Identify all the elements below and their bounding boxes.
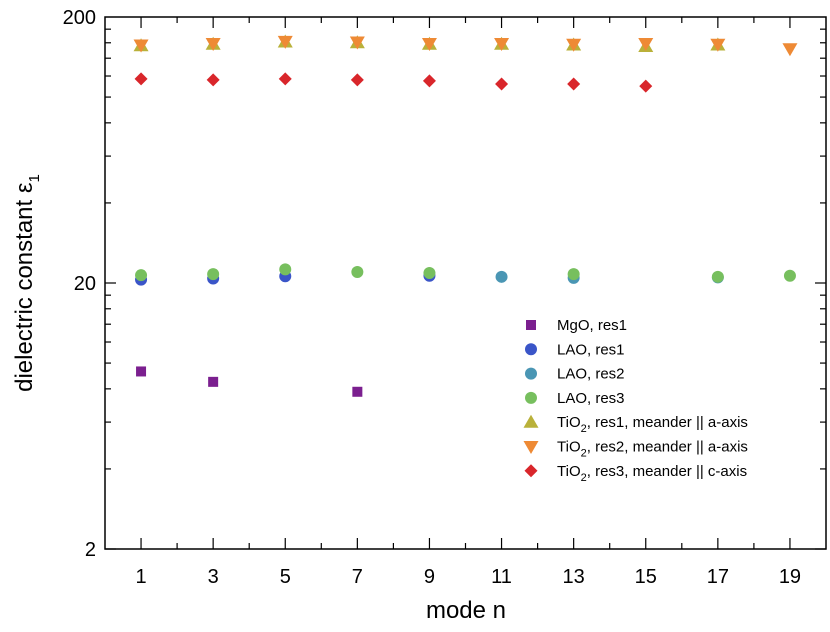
data-marks bbox=[133, 34, 798, 397]
y-axis-label-subscript: 1 bbox=[26, 174, 43, 182]
legend-label-subscript: 2 bbox=[581, 423, 587, 435]
x-tick-label: 13 bbox=[563, 566, 585, 588]
legend-marker bbox=[523, 441, 539, 454]
x-tick-label: 19 bbox=[779, 566, 801, 588]
data-point bbox=[783, 269, 796, 282]
legend-marker bbox=[525, 391, 537, 404]
legend-label-text: , res1, meander || a-axis bbox=[587, 414, 748, 431]
y-tick-label: 200 bbox=[63, 7, 96, 29]
data-point bbox=[495, 270, 508, 283]
y-axis-label: dielectric constant ε1 bbox=[11, 174, 43, 392]
data-point bbox=[711, 270, 724, 283]
data-point bbox=[351, 265, 364, 278]
x-tick-label: 17 bbox=[707, 566, 729, 588]
legend-label-text: MgO, res1 bbox=[557, 317, 627, 334]
data-point bbox=[350, 73, 364, 87]
x-tick-label: 7 bbox=[352, 566, 363, 588]
data-point bbox=[135, 269, 148, 282]
legend-label-text: TiO bbox=[557, 414, 581, 431]
legend-label: MgO, res1 bbox=[557, 317, 627, 334]
series-2 bbox=[495, 270, 724, 284]
data-point bbox=[208, 376, 219, 387]
legend-marker bbox=[523, 414, 539, 428]
data-point bbox=[133, 39, 149, 53]
legend-label: TiO2, res3, meander || c-axis bbox=[557, 463, 747, 484]
series-3 bbox=[135, 263, 796, 283]
legend-label-text: TiO bbox=[557, 463, 581, 480]
legend-marker bbox=[525, 343, 537, 356]
x-tick-label: 3 bbox=[208, 566, 219, 588]
data-point bbox=[205, 38, 221, 52]
y-tick-label: 2 bbox=[85, 539, 96, 561]
data-point bbox=[278, 72, 292, 86]
series-0 bbox=[136, 366, 363, 397]
legend-label: LAO, res2 bbox=[557, 366, 625, 383]
legend-marker bbox=[524, 464, 538, 478]
legend-marker bbox=[526, 320, 536, 330]
data-point bbox=[495, 77, 509, 91]
data-point bbox=[567, 77, 581, 91]
x-tick-label: 1 bbox=[135, 566, 146, 588]
data-point bbox=[207, 268, 220, 281]
legend-label-subscript: 2 bbox=[581, 472, 587, 484]
data-point bbox=[423, 267, 436, 280]
legend-label: LAO, res1 bbox=[557, 341, 625, 358]
x-axis-label: mode n bbox=[426, 597, 506, 624]
data-point bbox=[206, 73, 220, 87]
y-axis-label-main: dielectric constant ε bbox=[11, 182, 38, 392]
x-tick-label: 9 bbox=[424, 566, 435, 588]
x-tick-label: 11 bbox=[491, 566, 512, 588]
data-point bbox=[349, 36, 365, 50]
data-point bbox=[710, 38, 726, 52]
data-point bbox=[352, 386, 363, 397]
data-point bbox=[279, 263, 292, 276]
legend-label-text: LAO, res3 bbox=[557, 390, 625, 407]
data-point bbox=[134, 72, 148, 86]
legend-label: TiO2, res2, meander || a-axis bbox=[557, 439, 748, 460]
data-point bbox=[277, 35, 293, 49]
data-point bbox=[422, 74, 436, 88]
data-point bbox=[566, 38, 582, 52]
series-6 bbox=[134, 72, 653, 93]
legend-label-text: , res3, meander || c-axis bbox=[587, 463, 747, 480]
y-tick-label: 20 bbox=[74, 273, 96, 295]
legend-label-text: TiO bbox=[557, 439, 581, 456]
data-point bbox=[782, 43, 798, 57]
x-tick-label: 15 bbox=[635, 566, 657, 588]
legend-label-text: LAO, res2 bbox=[557, 366, 625, 383]
data-point bbox=[638, 38, 654, 52]
legend-label-text: , res2, meander || a-axis bbox=[587, 439, 748, 456]
data-point bbox=[639, 79, 653, 93]
data-point bbox=[136, 366, 147, 377]
x-tick-label: 5 bbox=[280, 566, 291, 588]
series-5 bbox=[133, 35, 798, 57]
data-point bbox=[567, 268, 580, 281]
legend-label-subscript: 2 bbox=[581, 448, 587, 460]
legend-label-text: LAO, res1 bbox=[557, 341, 625, 358]
data-point bbox=[494, 38, 510, 52]
legend-label: LAO, res3 bbox=[557, 390, 625, 407]
legend-label: TiO2, res1, meander || a-axis bbox=[557, 414, 748, 435]
data-point bbox=[421, 38, 437, 52]
legend-marker bbox=[525, 367, 537, 380]
